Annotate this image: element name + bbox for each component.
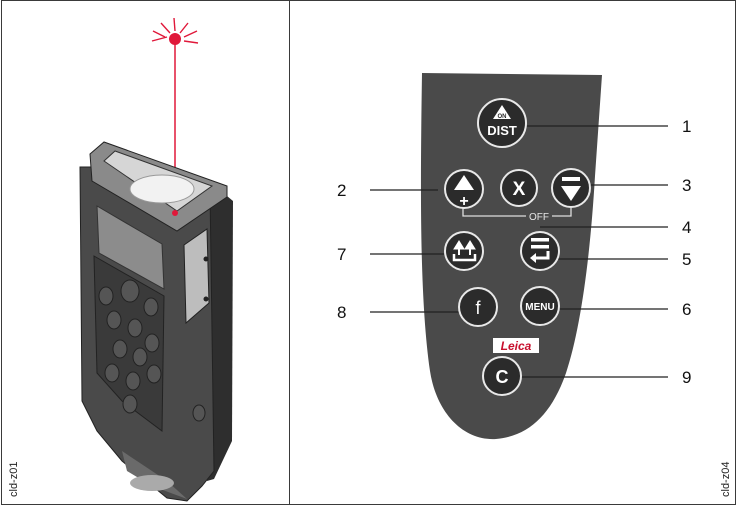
- callout-7: 7: [337, 245, 346, 264]
- plus-button[interactable]: +: [444, 169, 484, 210]
- callout-2: 2: [337, 181, 346, 200]
- leica-logo: Leica: [493, 338, 539, 353]
- device-key: [122, 394, 138, 414]
- on-dist-button[interactable]: ON DIST: [477, 98, 527, 148]
- device-key: [125, 371, 141, 391]
- display-window: [96, 205, 165, 290]
- enter-button[interactable]: [520, 231, 560, 271]
- lens: [129, 174, 195, 204]
- callout-3: 3: [682, 176, 691, 195]
- laser-burst-icon: [151, 17, 199, 44]
- clear-label: C: [496, 367, 509, 387]
- on-label: ON: [498, 114, 507, 120]
- side-button: [192, 404, 206, 422]
- laser-dot: [169, 33, 181, 45]
- device-key: [104, 363, 120, 383]
- callout-5: 5: [682, 250, 691, 269]
- off-label: OFF: [529, 212, 549, 223]
- figure-code-left: cld-z01: [8, 461, 20, 497]
- svg-text:Leica: Leica: [501, 339, 532, 353]
- device-key: [144, 333, 160, 353]
- callout-4: 4: [682, 218, 691, 237]
- callout-9: 9: [682, 368, 691, 387]
- device-key: [120, 279, 140, 303]
- figure-code-right: cld-z04: [720, 461, 732, 497]
- device-key: [146, 364, 162, 384]
- device-key: [127, 318, 143, 338]
- cancel-label: X: [513, 179, 526, 200]
- memory-enter-icon: [530, 238, 550, 263]
- minus-button[interactable]: [551, 168, 591, 208]
- keypad-body: [420, 73, 602, 440]
- dist-label: DIST: [487, 123, 517, 138]
- callout-1: 1: [682, 117, 691, 136]
- device-key: [112, 339, 128, 359]
- menu-label: MENU: [525, 302, 554, 313]
- device-key: [98, 286, 114, 306]
- plus-icon: +: [459, 193, 468, 210]
- callout-8: 8: [337, 303, 346, 322]
- screw: [203, 296, 209, 302]
- callout-6: 6: [682, 300, 691, 319]
- laser-exit: [172, 210, 178, 216]
- reference-button[interactable]: [444, 231, 484, 271]
- device-base: [130, 475, 174, 491]
- function-button[interactable]: f: [458, 287, 498, 327]
- menu-button[interactable]: MENU: [520, 286, 560, 326]
- clear-button[interactable]: C: [482, 356, 522, 396]
- keypad-diagram: OFF ON DIST + X: [337, 73, 691, 440]
- screw: [203, 256, 209, 262]
- device-panel: cld-z01: [1, 0, 290, 505]
- minus-icon: [562, 177, 580, 181]
- cancel-button[interactable]: X: [500, 169, 538, 207]
- reference-icon: [452, 240, 477, 262]
- arrow-down-icon: [561, 186, 581, 201]
- function-label: f: [475, 298, 481, 318]
- device-key: [143, 297, 159, 317]
- device-key: [106, 310, 122, 330]
- arrow-up-icon: [454, 175, 474, 190]
- side-window: [183, 228, 210, 325]
- device-illustration: [79, 17, 233, 502]
- keypad-panel: OFF ON DIST + X: [289, 0, 736, 505]
- off-bracket: [462, 208, 572, 217]
- device-key: [132, 347, 148, 367]
